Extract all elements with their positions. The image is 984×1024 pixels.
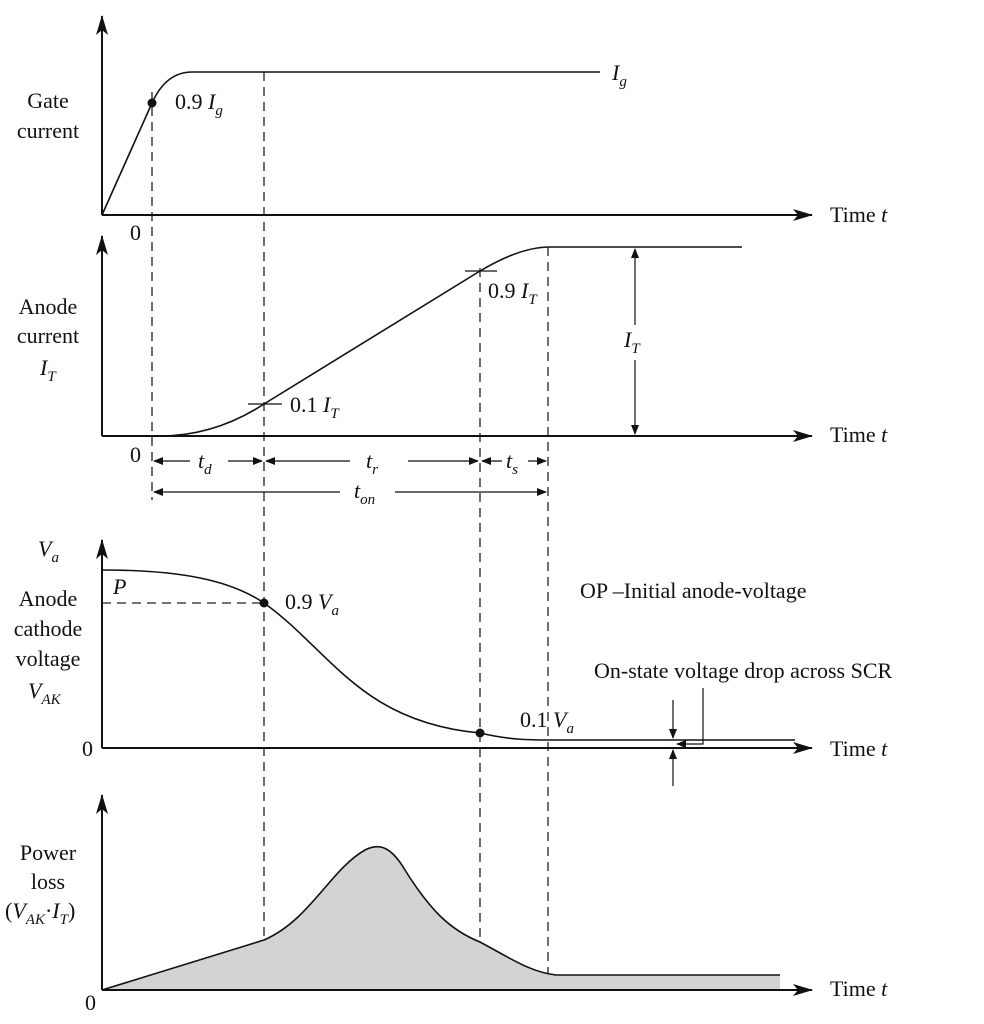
voltage-time-label: Time t: [830, 736, 888, 761]
gate-current-plot: 0.9 Ig Ig Gate current 0 Time t: [17, 15, 888, 245]
anode-amplitude-label: IT: [623, 327, 641, 357]
voltage-ylabel-line3: voltage: [16, 646, 81, 671]
power-loss-plot: Power loss (VAK·IT) 0 Time t: [5, 794, 888, 1015]
voltage-top-label: Va: [38, 536, 59, 566]
power-loss-curve: [101, 845, 780, 991]
anode-ylabel-line1: Anode: [19, 294, 78, 319]
ton-label: ton: [354, 478, 375, 508]
power-ylabel-expr: (VAK·IT): [5, 898, 75, 928]
anode-09-label: 0.9 IT: [488, 278, 538, 308]
gate-09-point: [147, 98, 157, 108]
voltage-01-point: [475, 728, 485, 738]
onstate-note: On-state voltage drop across SCR: [594, 658, 892, 683]
gate-09-label: 0.9 Ig: [175, 89, 223, 119]
gate-ylabel-line2: current: [17, 118, 79, 143]
tr-label: tr: [366, 448, 378, 478]
voltage-ylabel-line2: cathode: [14, 616, 82, 641]
anode-current-curve: [102, 246, 742, 437]
anode-ylabel-symbol: IT: [39, 355, 57, 385]
voltage-plot: P 0.9 Va 0.1 Va OP –Initial anode-voltag…: [14, 536, 892, 786]
anode-ylabel-line2: current: [17, 323, 79, 348]
voltage-09-label: 0.9 Va: [285, 589, 339, 619]
gate-ylabel-line1: Gate: [27, 88, 69, 113]
voltage-curve: [101, 569, 795, 741]
anode-current-plot: 0.1 IT 0.9 IT IT Anode current IT 0 Time…: [17, 235, 888, 467]
power-time-label: Time t: [830, 976, 888, 1001]
power-ylabel-line1: Power: [20, 840, 77, 865]
anode-time-label: Time t: [830, 422, 888, 447]
ts-label: ts: [506, 448, 518, 478]
power-ylabel-line2: loss: [31, 869, 65, 894]
gate-origin-label: 0: [130, 220, 141, 245]
gate-level-label: Ig: [611, 60, 627, 90]
interval-dimensions: td tr ts ton: [153, 448, 547, 508]
voltage-ylabel-line1: Anode: [19, 586, 78, 611]
dashed-time-markers: [151, 72, 549, 990]
voltage-01-label: 0.1 Va: [520, 707, 574, 737]
anode-origin-label: 0: [130, 442, 141, 467]
power-origin-label: 0: [85, 990, 96, 1015]
voltage-ylabel-symbol: VAK: [28, 678, 62, 708]
onstate-leader: [676, 688, 704, 748]
power-loss-area: [102, 846, 780, 990]
anode-01-label: 0.1 IT: [290, 392, 340, 422]
point-p-label: P: [112, 574, 126, 599]
voltage-origin-label: 0: [82, 736, 93, 761]
td-label: td: [198, 448, 212, 478]
voltage-09-point: [259, 598, 269, 608]
gate-time-label: Time t: [830, 202, 888, 227]
op-note: OP –Initial anode-voltage: [580, 578, 806, 603]
